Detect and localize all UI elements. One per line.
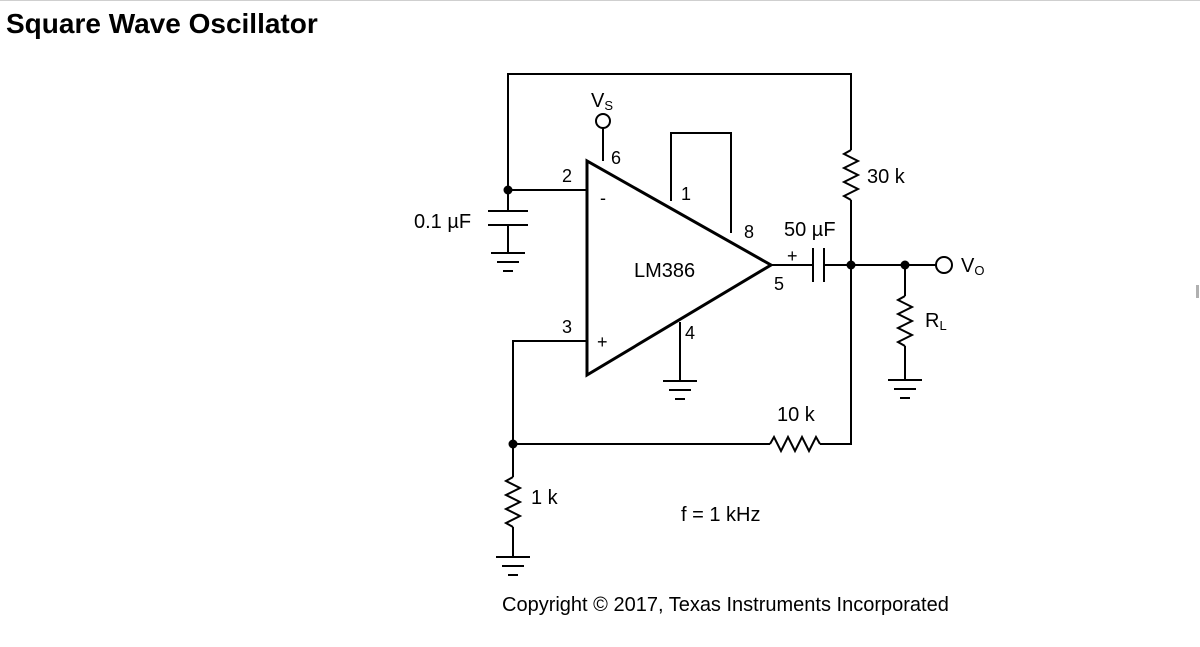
c-timing-label: 0.1 µF (414, 211, 471, 233)
timing-capacitor (488, 210, 528, 226)
top-border (0, 0, 1200, 1)
resistor-1k (503, 476, 523, 528)
output-terminal (935, 256, 953, 274)
resistor-10k (769, 434, 821, 454)
pin-8-label: 8 (744, 222, 754, 242)
load-label: RL (925, 310, 947, 333)
inverting-sign: - (600, 188, 606, 208)
c-output-label: 50 µF (784, 219, 836, 241)
pin-4-label: 4 (685, 323, 695, 343)
frequency-label: f = 1 kHz (681, 504, 760, 526)
ground-cap-symbol (491, 252, 525, 272)
ic-label: LM386 (634, 260, 695, 282)
cap-polarity-sign: + (787, 246, 798, 266)
ground-load-symbol (888, 379, 922, 399)
page-title: Square Wave Oscillator (6, 8, 318, 39)
r-10k-label: 10 k (777, 404, 816, 426)
pin-1-label: 1 (681, 184, 691, 204)
wire-pin1-pin8-loop (670, 132, 732, 233)
wire-output-down (820, 265, 852, 445)
lm386-amplifier (585, 158, 774, 378)
junction-cap-node (503, 185, 513, 195)
r-1k-label: 1 k (531, 487, 559, 509)
ground-pin4-symbol (663, 380, 697, 400)
wire-noninverting-input (512, 340, 587, 444)
scrollbar-marker (1196, 285, 1199, 298)
supply-label: VS (591, 90, 613, 113)
resistor-load (895, 295, 915, 347)
supply-terminal (595, 113, 611, 129)
pin-5-label: 5 (774, 274, 784, 294)
output-capacitor (812, 248, 825, 282)
pin-2-label: 2 (562, 166, 572, 186)
wire-top-loop (507, 73, 852, 190)
r-30k-label: 30 k (867, 166, 906, 188)
output-label: VO (961, 255, 984, 278)
resistor-30k (841, 149, 861, 201)
noninverting-sign: + (597, 332, 608, 352)
ground-1k-symbol (496, 556, 530, 576)
copyright-text: Copyright © 2017, Texas Instruments Inco… (502, 594, 949, 616)
pin-3-label: 3 (562, 317, 572, 337)
pin-6-label: 6 (611, 148, 621, 168)
